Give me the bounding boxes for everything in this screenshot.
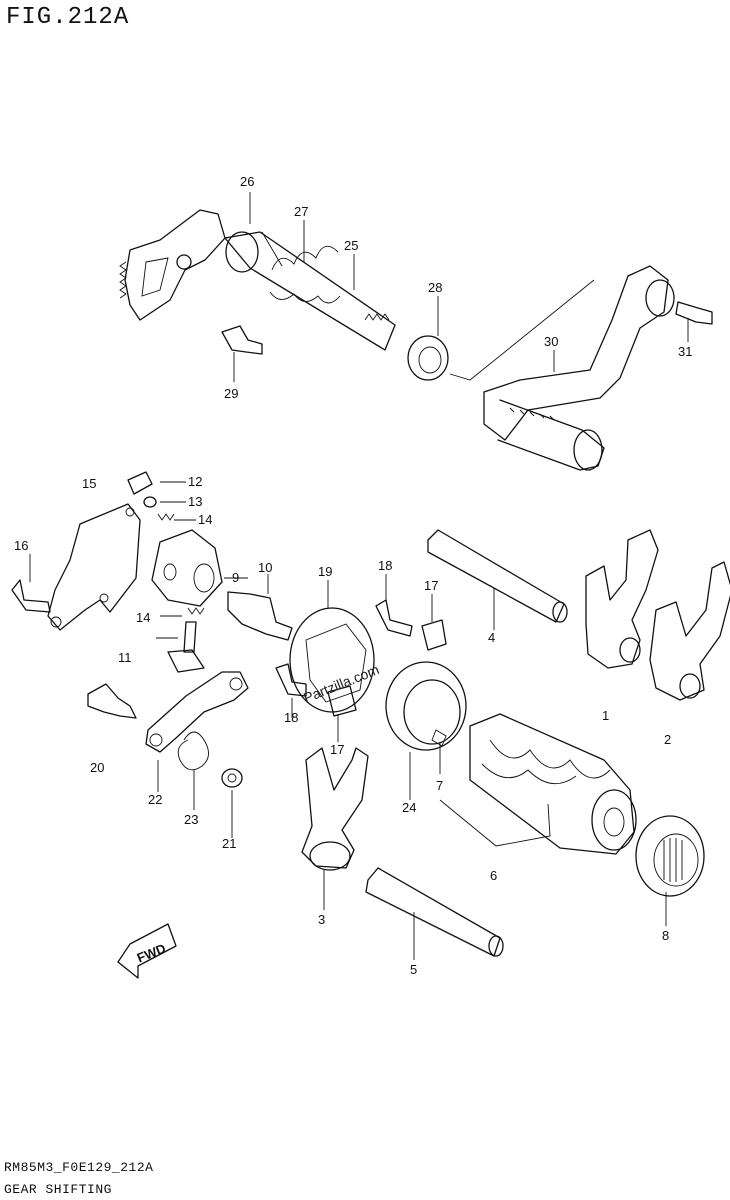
callout-14b: 14 [136,610,150,625]
callout-21: 21 [222,836,236,851]
callout-19: 19 [318,564,332,579]
callout-26: 26 [240,174,254,189]
gear-shift-lever [449,265,713,471]
figure-title: FIG.212A [6,4,130,31]
fwd-label: FWD [135,941,168,966]
shift-cam-drum [275,599,705,897]
callout-29: 29 [224,386,238,401]
callout-5: 5 [410,962,417,977]
callout-20: 20 [90,760,104,775]
leader-lines [29,192,689,960]
callout-7: 7 [436,778,443,793]
callout-8: 8 [662,928,669,943]
callout-3: 3 [318,912,325,927]
callout-14: 14 [198,512,212,527]
callout-2: 2 [664,732,671,747]
callout-15: 15 [82,476,96,491]
callout-22: 22 [148,792,162,807]
shift-forks-and-shafts [301,529,730,957]
callout-17: 17 [424,578,438,593]
callout-24: 24 [402,800,416,815]
callout-27: 27 [294,204,308,219]
callout-16: 16 [14,538,28,553]
callout-30: 30 [544,334,558,349]
callout-31: 31 [678,344,692,359]
footer-code: RM85M3_F0E129_212A [4,1160,154,1175]
callout-1: 1 [602,708,609,723]
callout-28: 28 [428,280,442,295]
callout-18: 18 [378,558,392,573]
callout-11: 11 [118,650,132,665]
callout-10: 10 [258,560,272,575]
callout-13: 13 [188,494,202,509]
shift-shaft-assembly [119,209,449,381]
shift-arm-group [87,671,249,788]
callout-9: 9 [232,570,239,585]
callout-25: 25 [344,238,358,253]
callout-17b: 17 [330,742,344,757]
callout-4: 4 [488,630,495,645]
callout-18b: 18 [284,710,298,725]
callout-numbers: 1 2 3 4 5 6 7 8 9 10 11 12 13 14 14 15 1… [14,174,692,977]
cam-stopper-group [11,471,293,673]
callout-23: 23 [184,812,198,827]
footer-section-name: GEAR SHIFTING [4,1182,112,1197]
callout-6: 6 [490,868,497,883]
callout-12: 12 [188,474,202,489]
forward-direction-arrow: FWD [117,923,177,979]
